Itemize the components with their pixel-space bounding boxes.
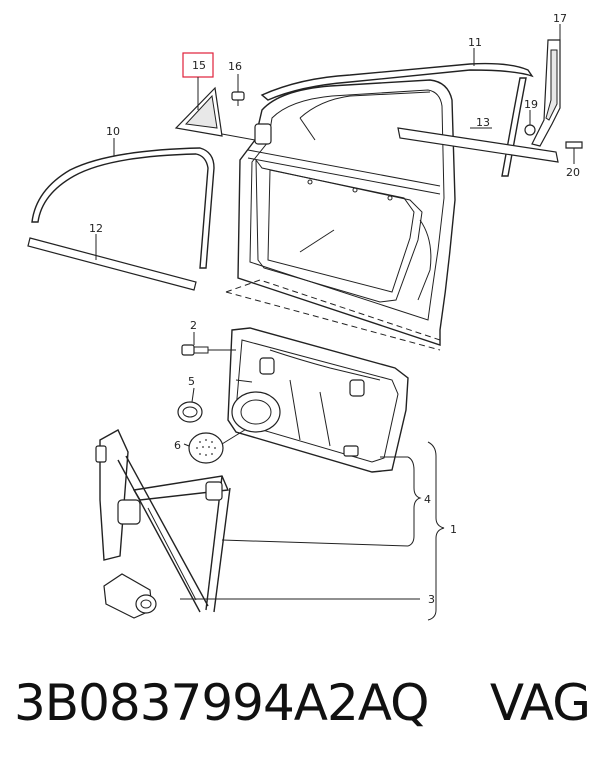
- callout-5: 5: [188, 375, 195, 388]
- callout-12: 12: [89, 222, 103, 235]
- callout-20: 20: [566, 166, 580, 179]
- callout-15: 15: [192, 59, 206, 72]
- part-15-triangle-cover: [174, 52, 256, 141]
- callout-13: 13: [476, 116, 490, 129]
- parts-diagram: 15 16 17 11 19 13 20 10 12 2 5 6 4 1 3: [27, 12, 583, 621]
- assembly-brackets: [221, 441, 445, 621]
- callout-11: 11: [468, 36, 482, 49]
- callout-19: 19: [524, 98, 538, 111]
- part-19-nut: [524, 110, 536, 136]
- callout-6: 6: [174, 439, 181, 452]
- part-13-trim-strip: [397, 127, 559, 163]
- callout-4: 4: [424, 493, 431, 506]
- callout-3: 3: [428, 593, 435, 606]
- callout-16: 16: [228, 60, 242, 73]
- callout-1: 1: [450, 523, 457, 536]
- brand-label: VAG: [489, 674, 591, 732]
- part-6-speaker-cover: [183, 427, 249, 464]
- part-2-bolt: [181, 332, 236, 356]
- callout-10: 10: [106, 125, 120, 138]
- part-10-glass-seal: [31, 138, 215, 269]
- part-11-window-seal: [260, 48, 534, 177]
- callout-2: 2: [190, 319, 197, 332]
- part-17-pillar-trim: [531, 24, 561, 147]
- door-carrier-module: [227, 327, 409, 473]
- window-regulator: [95, 429, 231, 613]
- part-3-motor: [103, 573, 420, 619]
- door-shell: [225, 79, 456, 351]
- part-number: 3B0837994A2AQ: [14, 674, 429, 732]
- part-20-screw: [565, 141, 583, 164]
- part-5-grommet: [177, 387, 203, 423]
- callout-17: 17: [553, 12, 567, 25]
- part-12-glass-strip: [27, 234, 197, 291]
- part-16-clip: [231, 74, 245, 106]
